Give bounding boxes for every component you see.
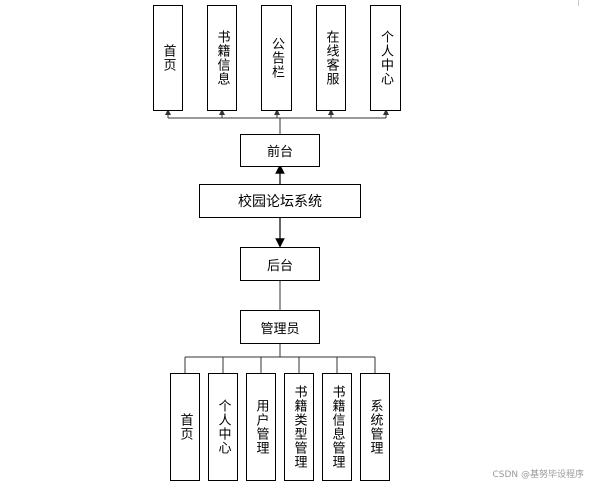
frontend-module-label: 在线客服 bbox=[323, 30, 339, 86]
backend-module-system-management: 系统管理 bbox=[360, 373, 390, 481]
admin-node: 管理员 bbox=[240, 310, 320, 344]
frontend-module-home: 首页 bbox=[153, 5, 183, 111]
backend-module-user-management: 用户管理 bbox=[246, 373, 276, 481]
backend-node-label: 后台 bbox=[266, 258, 293, 274]
backend-module-book-type-management: 书籍类型管理 bbox=[284, 373, 314, 481]
frontend-module-label: 公告栏 bbox=[269, 37, 284, 79]
backend-module-label: 用户管理 bbox=[253, 399, 269, 455]
frontend-module-notice: 公告栏 bbox=[261, 5, 292, 111]
frontend-module-label: 个人中心 bbox=[378, 30, 393, 86]
frontend-module-online-service: 在线客服 bbox=[316, 5, 346, 111]
backend-module-label: 首页 bbox=[177, 413, 193, 441]
backend-module-label: 书籍信息管理 bbox=[329, 385, 345, 469]
backend-module-label: 书籍类型管理 bbox=[291, 385, 307, 469]
frontend-module-book-info: 书籍信息 bbox=[207, 5, 237, 111]
frontend-module-label: 首页 bbox=[160, 44, 176, 72]
page-corner-mark bbox=[578, 0, 579, 6]
backend-module-book-info-management: 书籍信息管理 bbox=[322, 373, 352, 481]
backend-module-label: 个人中心 bbox=[215, 399, 231, 455]
frontend-module-label: 书籍信息 bbox=[214, 30, 230, 86]
frontend-module-personal-center: 个人中心 bbox=[370, 5, 401, 111]
system-node: 校园论坛系统 bbox=[199, 184, 361, 218]
frontend-node: 前台 bbox=[240, 134, 320, 167]
backend-module-label: 系统管理 bbox=[367, 399, 383, 455]
admin-node-label: 管理员 bbox=[260, 321, 300, 337]
watermark: CSDN @基努毕设程序 bbox=[492, 470, 584, 480]
backend-module-personal-center: 个人中心 bbox=[208, 373, 238, 481]
system-node-label: 校园论坛系统 bbox=[238, 194, 322, 210]
backend-module-home: 首页 bbox=[170, 373, 200, 481]
frontend-node-label: 前台 bbox=[266, 145, 293, 160]
backend-node: 后台 bbox=[240, 247, 320, 281]
